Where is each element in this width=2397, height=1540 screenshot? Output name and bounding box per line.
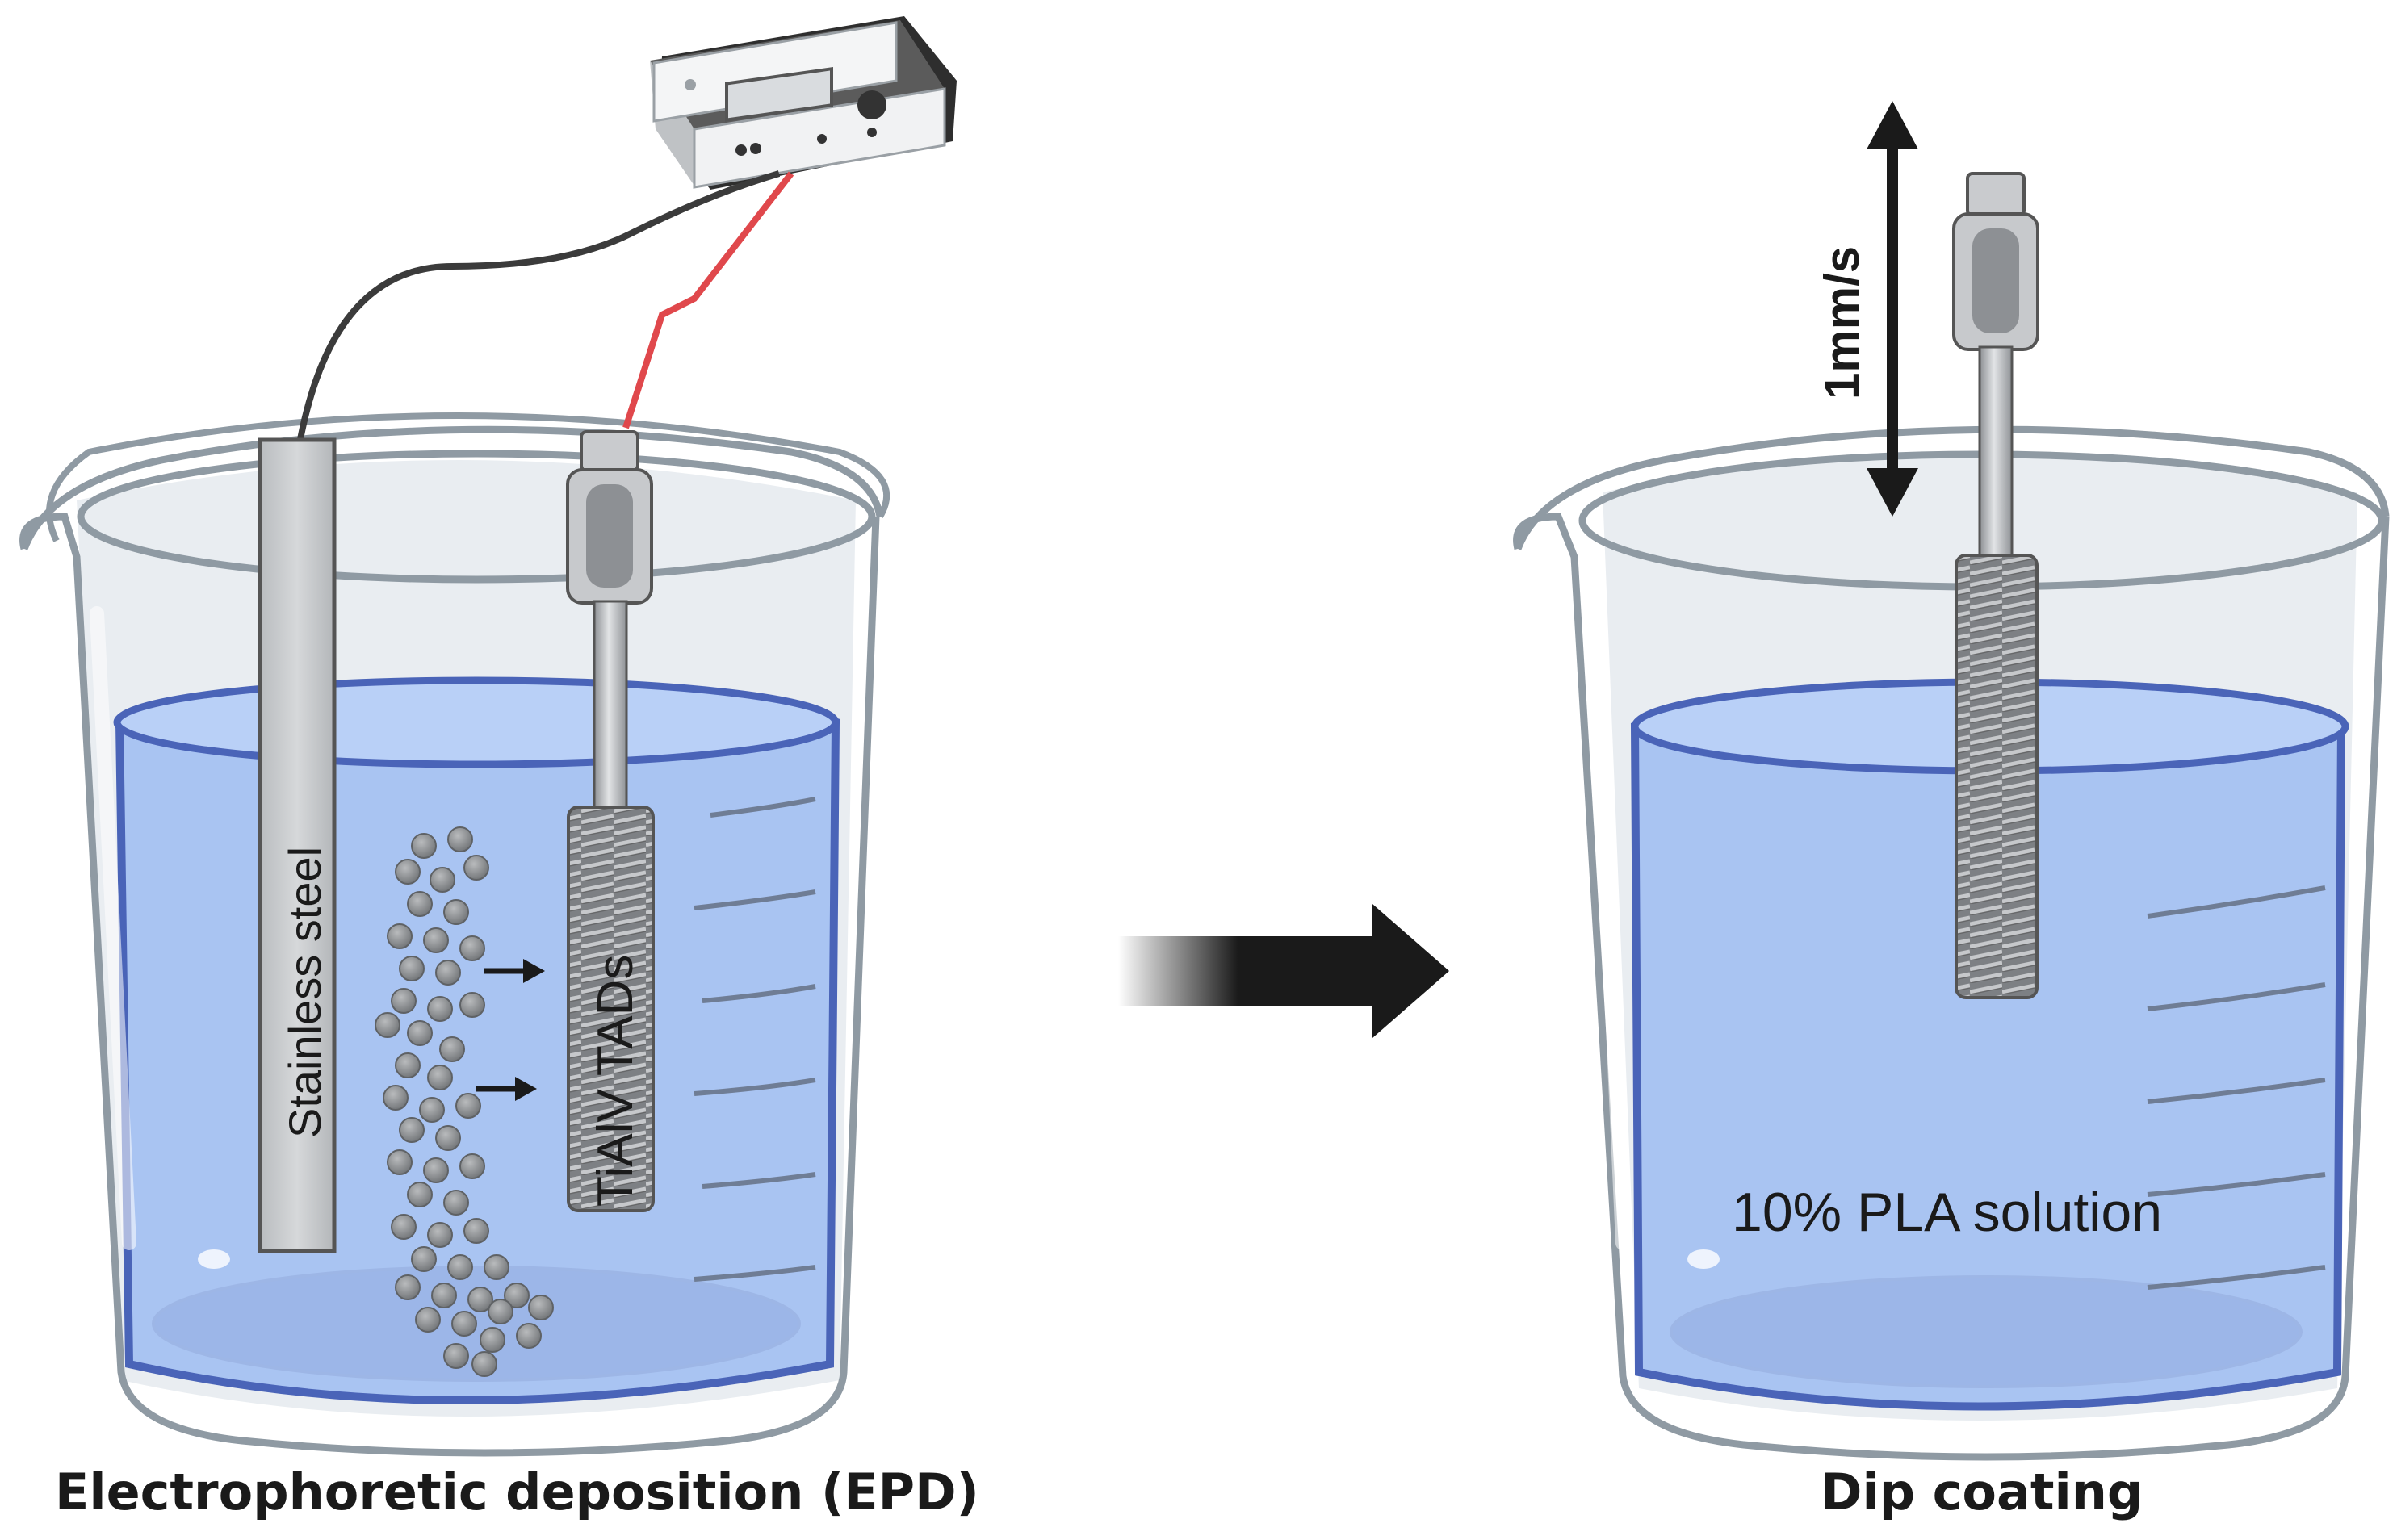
power-supply-icon	[650, 16, 957, 190]
particle	[463, 1218, 489, 1244]
particle	[415, 1307, 441, 1333]
particle	[463, 855, 489, 881]
particle	[488, 1299, 513, 1324]
particle	[504, 1283, 530, 1308]
particle	[528, 1295, 554, 1320]
particle	[383, 1085, 409, 1111]
particle	[467, 1287, 493, 1312]
particle	[395, 859, 421, 885]
solution-label: 10% PLA solution	[1732, 1182, 2162, 1243]
particle	[423, 927, 449, 953]
particle	[439, 1036, 465, 1062]
particle	[430, 867, 455, 893]
double-arrow-icon	[1867, 101, 1918, 517]
red-wire	[622, 171, 794, 429]
particle	[391, 988, 417, 1014]
epd-caption: Electrophoretic deposition (EPD)	[55, 1463, 979, 1521]
stainless-steel-electrode-icon	[258, 437, 337, 1253]
speed-label: 1mm/s	[1815, 246, 1869, 400]
particle	[447, 1254, 473, 1280]
particle	[443, 899, 469, 925]
particle-cloud	[375, 826, 554, 1377]
particle	[455, 1093, 481, 1119]
particle	[484, 1254, 509, 1280]
particle	[395, 1052, 421, 1078]
particle	[427, 1065, 453, 1090]
particle	[451, 1311, 477, 1337]
particle	[447, 826, 473, 852]
particle	[516, 1323, 542, 1349]
dip-coating-caption: Dip coating	[1821, 1463, 2143, 1521]
particle	[459, 935, 485, 961]
particle	[407, 891, 433, 917]
stainless-steel-label: Stainless steel	[279, 847, 330, 1138]
particle	[375, 1012, 400, 1038]
particle	[435, 1125, 461, 1151]
black-wire	[295, 170, 781, 449]
particle	[427, 996, 453, 1022]
particle	[407, 1020, 433, 1046]
particle	[431, 1283, 457, 1308]
particle	[459, 992, 485, 1018]
implant-label: TiAlV TADs	[588, 955, 643, 1207]
particle	[387, 1149, 413, 1175]
particle	[411, 1246, 437, 1272]
particle	[459, 1153, 485, 1179]
particle	[391, 1214, 417, 1240]
particle	[443, 1190, 469, 1216]
particle	[407, 1182, 433, 1207]
particle	[471, 1351, 497, 1377]
particle	[395, 1274, 421, 1300]
particle	[423, 1157, 449, 1183]
particle	[427, 1222, 453, 1248]
particle	[435, 960, 461, 986]
particle	[387, 923, 413, 949]
dip-beaker	[1513, 425, 2390, 1461]
particle	[399, 956, 425, 981]
particle	[411, 833, 437, 859]
screw-implant-icon	[566, 430, 655, 1212]
particle	[419, 1097, 445, 1123]
migration-arrows	[476, 959, 545, 1101]
particle	[480, 1327, 505, 1353]
process-arrow-icon	[1118, 904, 1449, 1038]
particle	[443, 1343, 469, 1369]
screw-implant-right-icon	[1952, 172, 2039, 999]
particle	[399, 1117, 425, 1143]
